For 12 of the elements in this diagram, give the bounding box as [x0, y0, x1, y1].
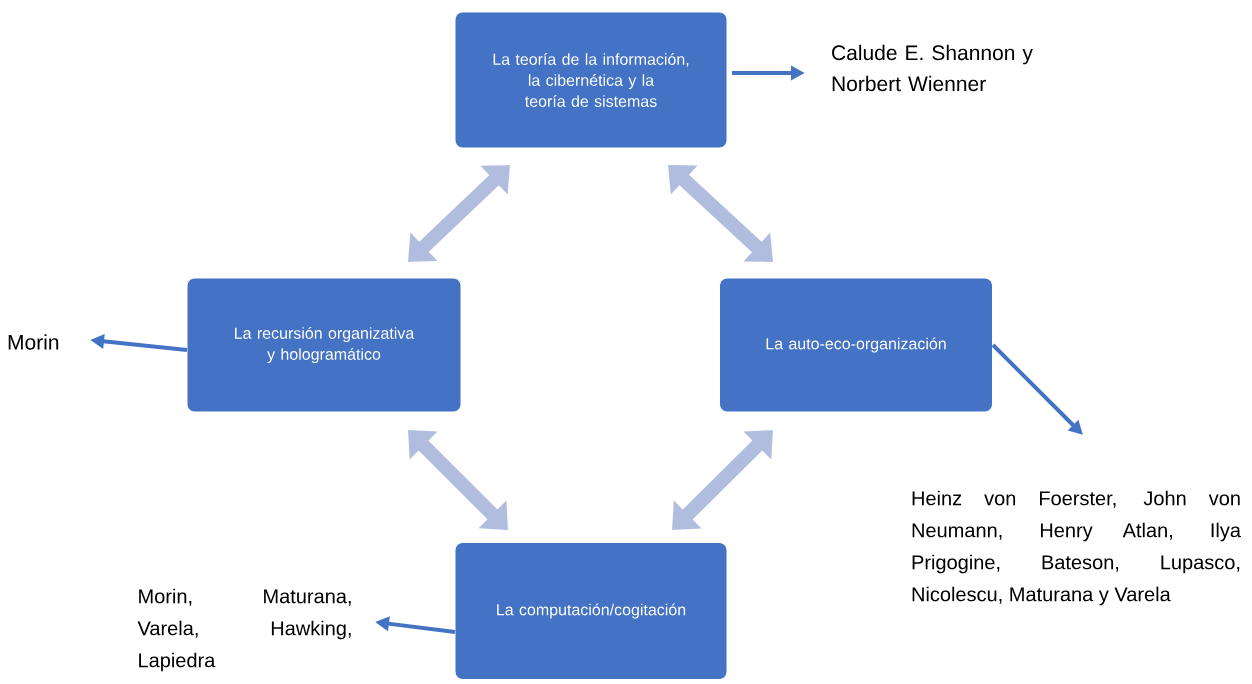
process-box: La recursión organizativa y hologramático	[186, 277, 462, 413]
process-box: La computación/cogitación	[454, 542, 728, 680]
author-list: Calude E. Shannon y Norbert Wienner	[832, 44, 1033, 92]
process-box: La auto-eco-organización	[719, 277, 993, 413]
author-list: Morin, Maturana, Varela, Hawking, Lapiedra	[137, 588, 351, 672]
double-arrow	[408, 430, 508, 530]
double-arrow	[672, 430, 773, 530]
author-list: Morin	[8, 334, 59, 350]
double-arrow	[668, 165, 773, 262]
author-list: Heinz von Foerster, John von Neumann, Henry Atlan, Ilya Prigogine, Bateson, Lupasco, Nicolescu, Maturana y Varela	[912, 490, 1241, 606]
process-box: La teoría de la información, la cibernética y la teoría de sistemas	[454, 11, 728, 149]
double-arrow	[408, 165, 510, 262]
